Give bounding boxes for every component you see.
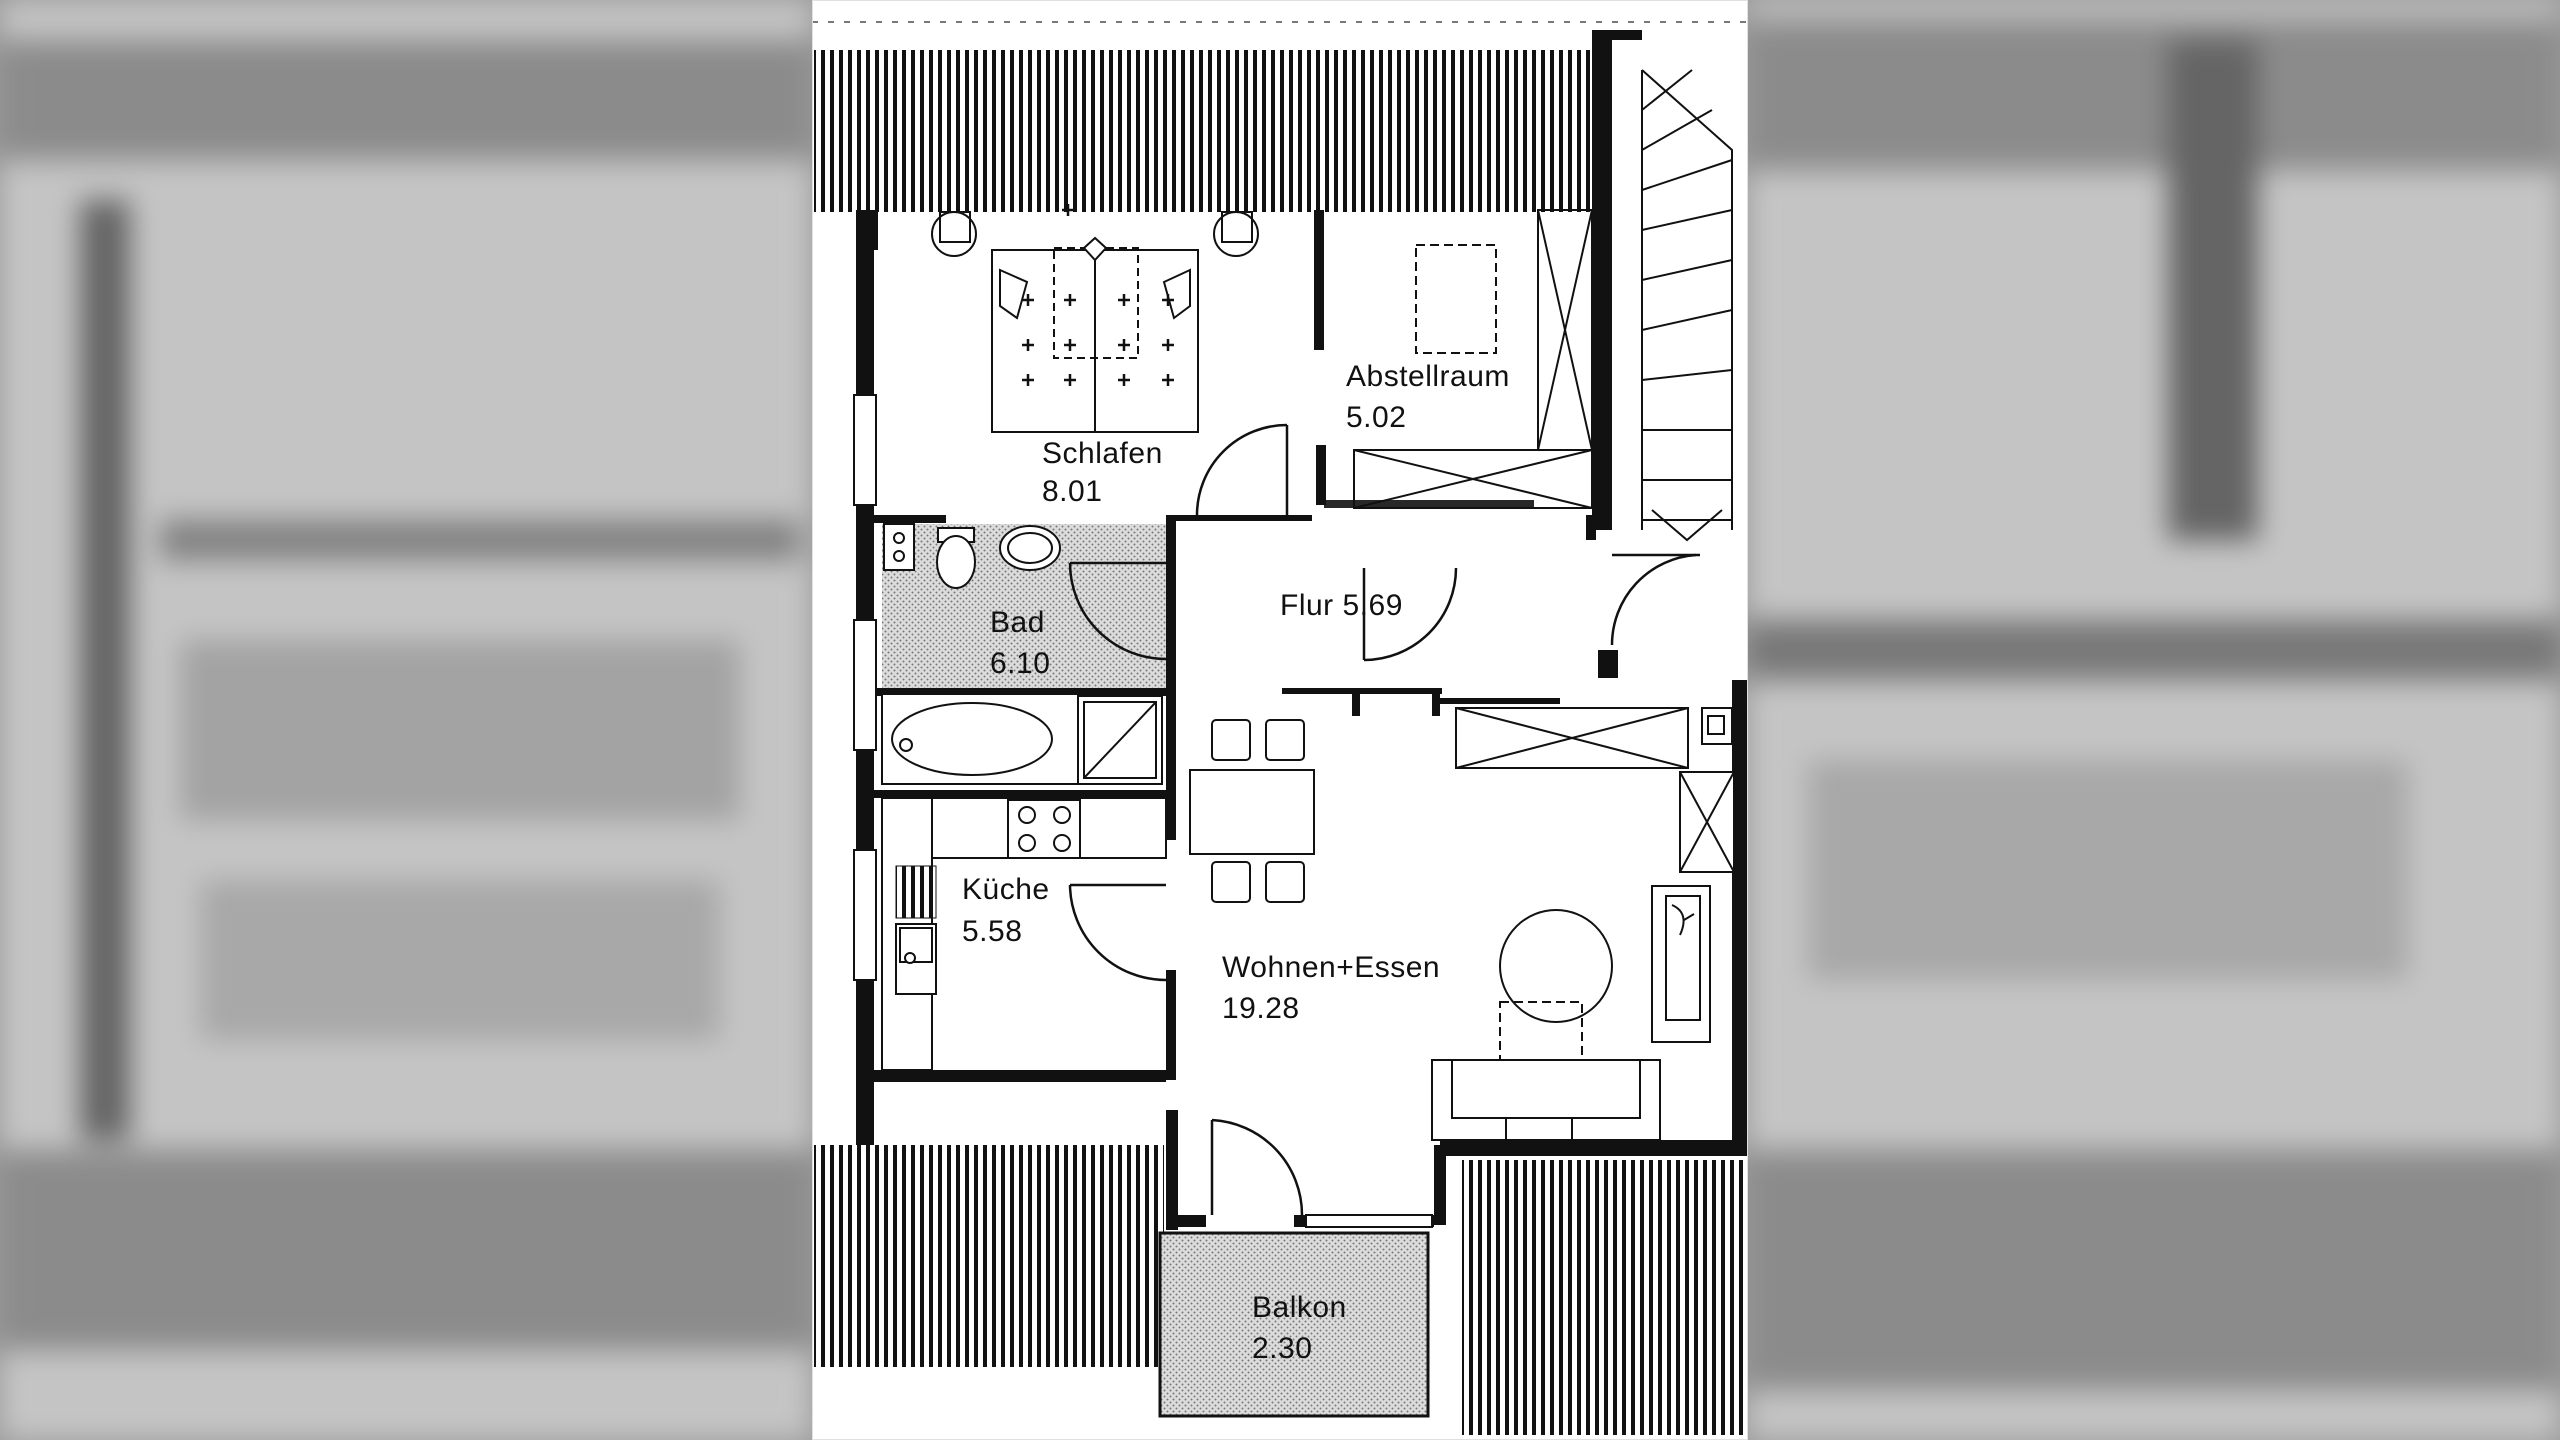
room-area-wohnen-essen: 19.28: [1222, 992, 1300, 1025]
room-name-bad: Bad: [990, 606, 1045, 639]
roof-hatch-bottom-left: [814, 1145, 1164, 1367]
blurred-background-right: [1748, 0, 2560, 1440]
floor-plan: Schlafen 8.01 Abstellraum 5.02 Bad 6.10 …: [812, 0, 1748, 1440]
room-area-abstellraum: 5.02: [1346, 401, 1407, 434]
room-name-flur: Flur 5.69: [1280, 589, 1403, 622]
dining-set: [1189, 719, 1315, 903]
room-name-wohnen-essen: Wohnen+Essen: [1222, 951, 1441, 984]
roof-hatch-bottom-right: [1462, 1160, 1746, 1435]
room-name-schlafen: Schlafen: [1042, 437, 1163, 470]
staircase: [1641, 69, 1733, 542]
double-bed: [931, 204, 1259, 433]
room-area-schlafen: 8.01: [1042, 475, 1103, 508]
bathroom-fixtures: [881, 523, 1163, 785]
room-name-kueche: Küche: [962, 873, 1050, 906]
room-name-balkon: Balkon: [1252, 1291, 1347, 1324]
room-area-bad: 6.10: [990, 647, 1051, 680]
door-swings: [1068, 423, 1700, 1216]
living-furniture: [1431, 707, 1735, 1141]
balcony-floor: [1158, 1231, 1430, 1418]
storage-furniture: [1353, 209, 1593, 509]
blurred-background-left: [0, 0, 812, 1440]
floor-plan-drawing: [812, 0, 1748, 1440]
room-name-abstellraum: Abstellraum: [1346, 360, 1510, 393]
room-area-balkon: 2.30: [1252, 1332, 1313, 1365]
kitchen-fixtures: [881, 797, 1167, 1071]
room-area-kueche: 5.58: [962, 915, 1023, 948]
windows: [853, 394, 1433, 1228]
roof-hatch-top: [814, 50, 1592, 212]
